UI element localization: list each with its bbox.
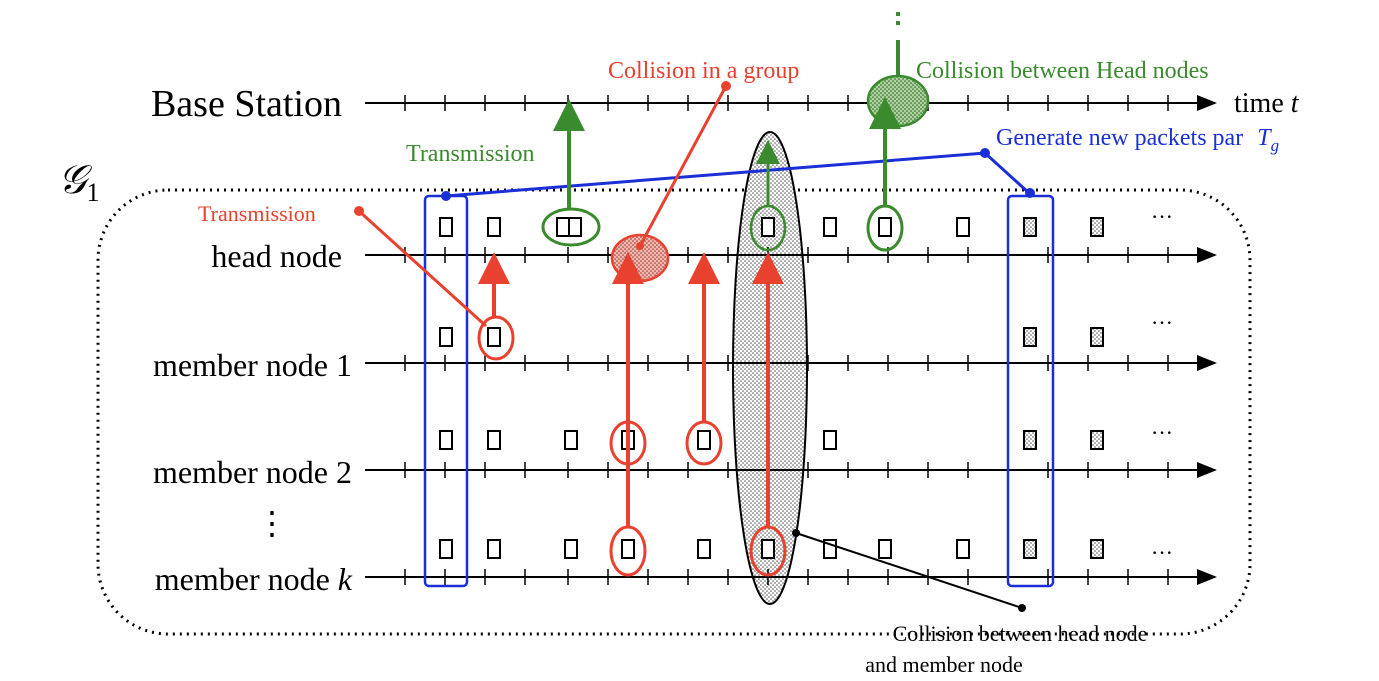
- group-label: 𝒢1: [58, 157, 99, 207]
- packet-new: [1023, 430, 1037, 450]
- pointer-transmission-red-dot: [354, 206, 364, 216]
- annotation-collision-group: Collision in a group: [608, 58, 799, 84]
- generation-dot-mid: [980, 148, 990, 158]
- packet: [878, 217, 892, 237]
- packet: [697, 539, 711, 559]
- packet: [487, 327, 501, 347]
- annotation-collision-head-member-2: and member node: [865, 652, 1023, 677]
- label-head-node: head node: [211, 238, 342, 274]
- packet: [564, 430, 578, 450]
- ellipsis-head: ···: [1151, 204, 1173, 229]
- packet: [439, 539, 453, 559]
- packet: [621, 539, 635, 559]
- label-member-node-k: member node k: [155, 561, 353, 597]
- packet: [761, 539, 775, 559]
- ellipsis-memberk: ···: [1151, 540, 1173, 565]
- packet: [487, 430, 501, 450]
- packet-new: [1090, 539, 1104, 559]
- annotation-collision-head-member-1: Collision between head node: [893, 621, 1148, 646]
- ellipsis-member2: ···: [1151, 420, 1173, 445]
- packet: [564, 539, 578, 559]
- label-member-node-2: member node 2: [153, 454, 352, 490]
- packets: [439, 217, 1104, 559]
- pointer-collision-group-dot: [721, 81, 731, 91]
- pointer-collision-head-member-dot-b: [1018, 604, 1026, 612]
- packet-new: [1023, 217, 1037, 237]
- label-vdots: ⋮: [256, 505, 288, 541]
- pointer-collision-group-end: [636, 242, 644, 250]
- packet: [487, 539, 501, 559]
- generation-dot-right: [1025, 188, 1035, 198]
- packet: [823, 217, 837, 237]
- packet-new: [1023, 327, 1037, 347]
- group-boundary: [96, 188, 1252, 636]
- label-member-node-1: member node 1: [153, 347, 352, 383]
- label-time: time t: [1234, 88, 1300, 119]
- packet: [556, 217, 570, 237]
- packet-new: [1090, 327, 1104, 347]
- packet-new: [1023, 539, 1037, 559]
- pointer-collision-group: [638, 85, 728, 247]
- packet: [823, 430, 837, 450]
- pointer-transmission-red: [358, 210, 488, 328]
- packet-new: [1090, 430, 1104, 450]
- packet: [761, 217, 775, 237]
- packet: [487, 217, 501, 237]
- pointer-collision-head-member: [795, 532, 1023, 609]
- label-base-station: Base Station: [151, 83, 342, 125]
- packet: [697, 430, 711, 450]
- packet: [439, 430, 453, 450]
- ellipsis-member1: ···: [1151, 310, 1173, 335]
- packet: [956, 217, 970, 237]
- packet: [878, 539, 892, 559]
- packet: [439, 327, 453, 347]
- pointer-collision-head-member-dot-a: [792, 529, 800, 537]
- annotation-transmission-green: Transmission: [406, 141, 534, 167]
- annotation-transmission-red: Transmission: [198, 201, 316, 226]
- packet: [439, 217, 453, 237]
- generation-dot-left: [441, 191, 451, 201]
- annotation-collision-heads: Collision between Head nodes: [916, 58, 1209, 84]
- packet: [956, 539, 970, 559]
- packet: [568, 217, 582, 237]
- collision-group-ellipse: [610, 233, 670, 283]
- packet-new: [1090, 217, 1104, 237]
